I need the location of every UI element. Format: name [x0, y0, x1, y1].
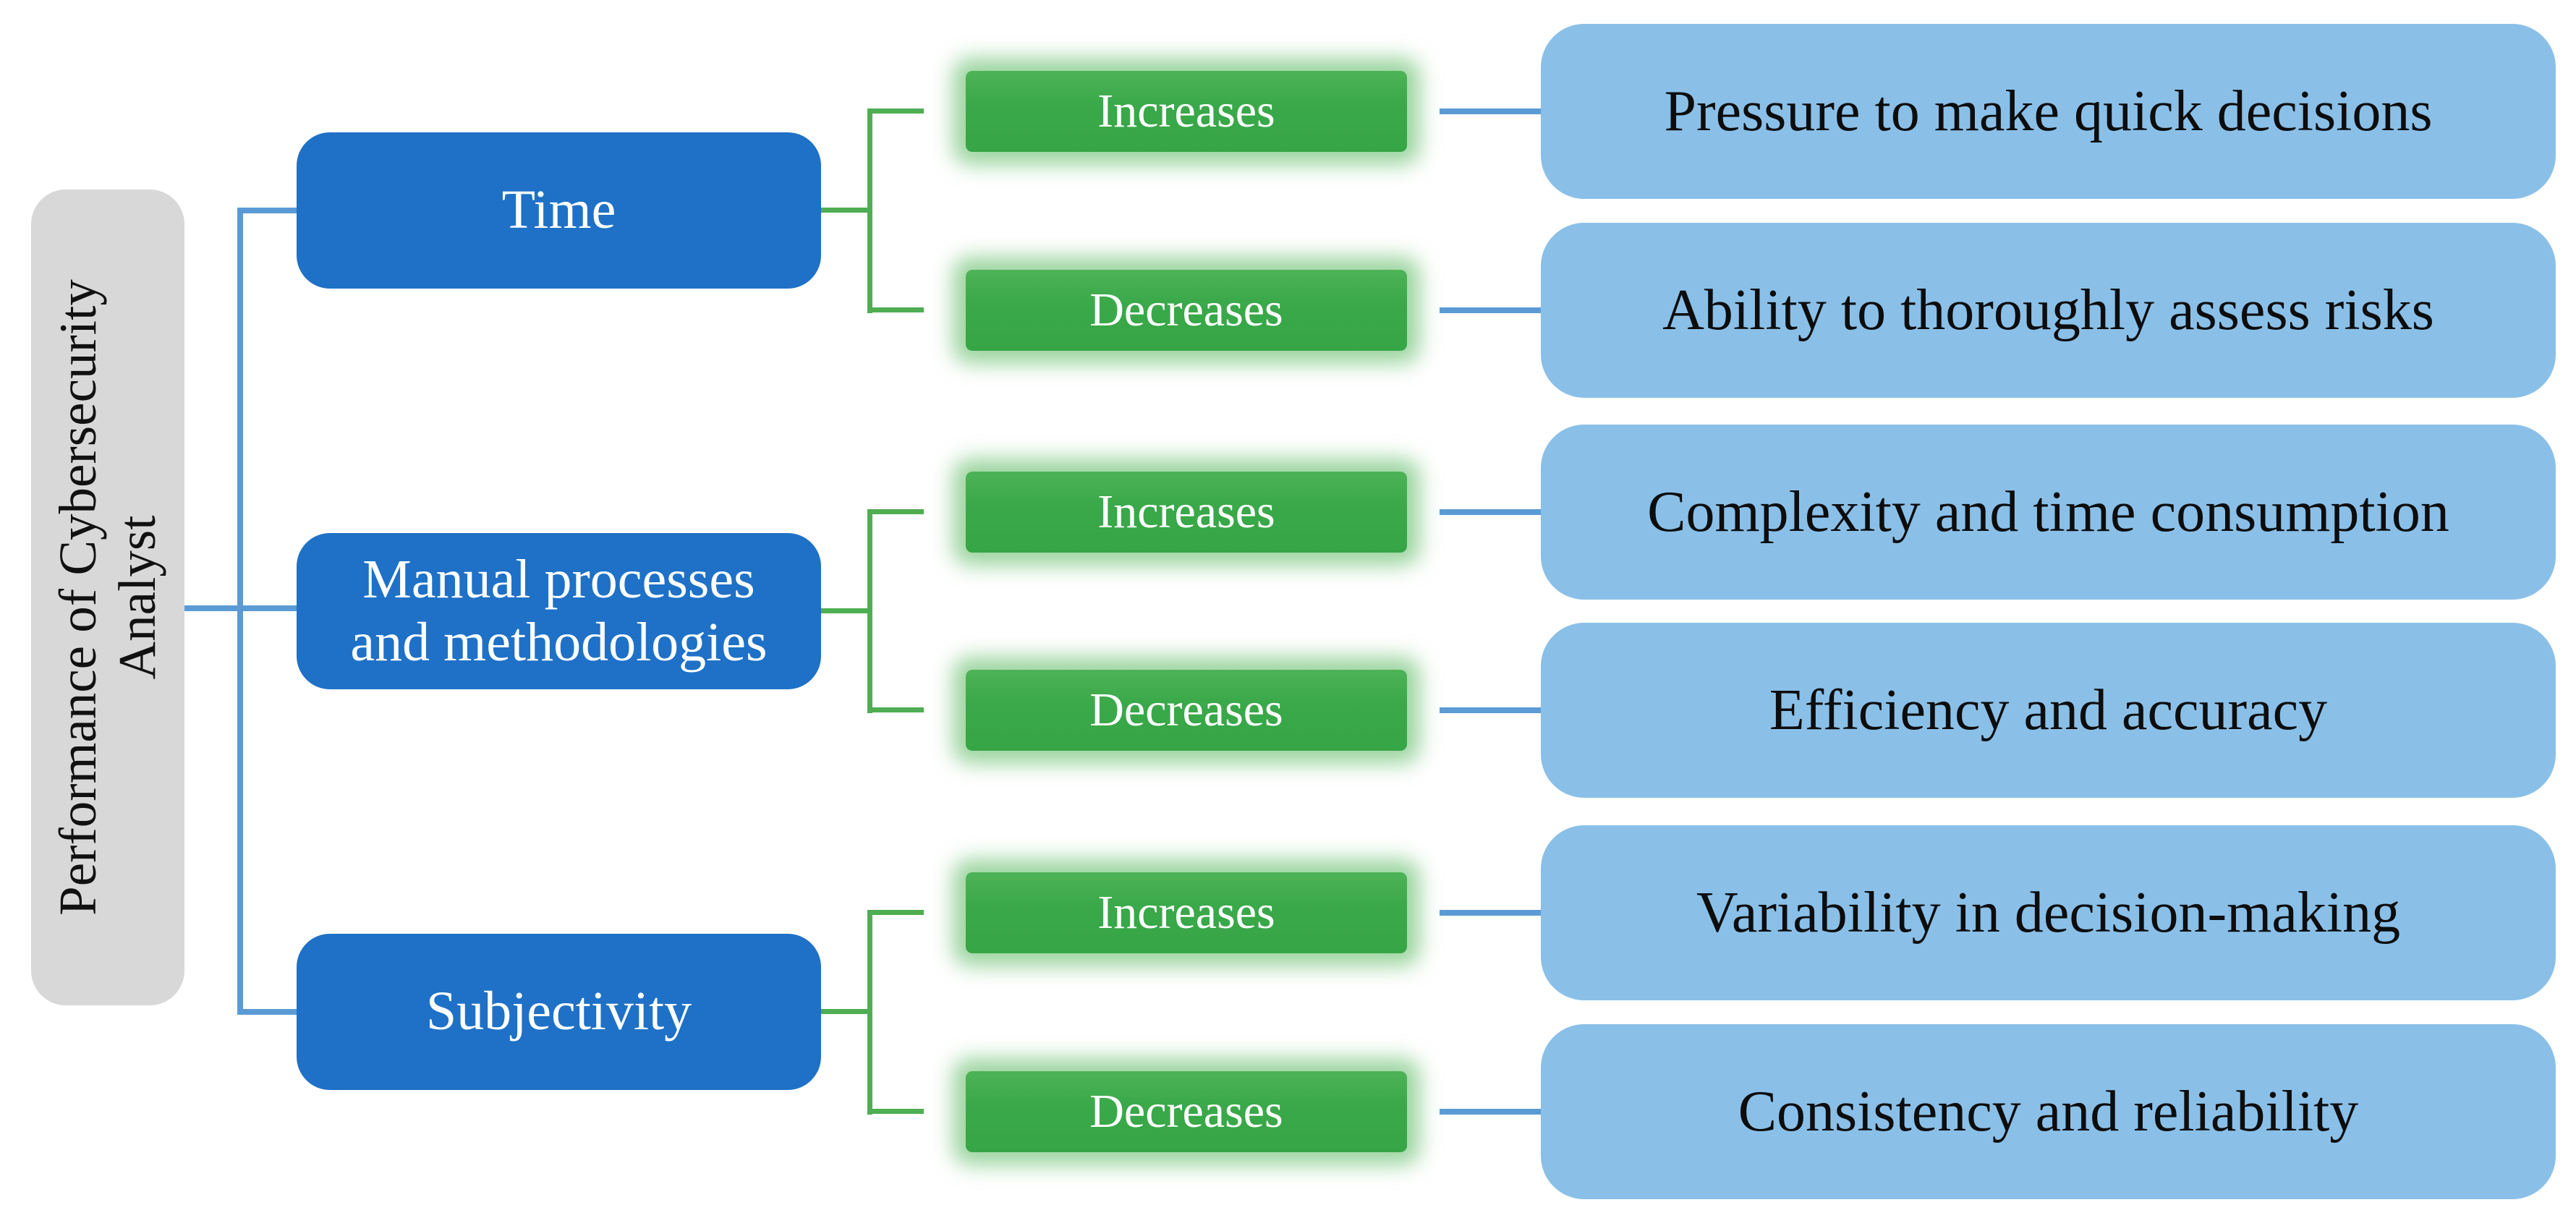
direction-box-subjectivity-decreases: Decreases: [966, 1071, 1407, 1152]
category-label-time: Time: [501, 179, 616, 241]
root-box: [31, 190, 184, 1005]
outcome-box-2: Ability to thoroughly assess risks: [1541, 223, 2556, 398]
connector-outcome-4: [1440, 707, 1544, 713]
bracket-time: [867, 108, 872, 313]
bracket-manual-to-increases: [867, 509, 924, 514]
direction-label: Increases: [1097, 886, 1275, 939]
category-label-manual-processes: Manual processes and methodologies: [350, 548, 768, 673]
connector-manual-to-bracket: [821, 608, 870, 613]
category-box-manual-processes: Manual processes and methodologies: [297, 533, 821, 689]
outcome-box-5: Variability in decision-making: [1541, 825, 2556, 1000]
root-label: Performance of Cybersecurity Analyst: [31, 190, 184, 1005]
connector-outcome-1: [1440, 108, 1544, 114]
category-box-time: Time: [297, 132, 821, 289]
direction-box-manual-increases: Increases: [966, 472, 1407, 553]
outcome-box-3: Complexity and time consumption: [1541, 425, 2556, 600]
outcome-label: Efficiency and accuracy: [1769, 678, 2328, 742]
direction-box-manual-decreases: Decreases: [966, 670, 1407, 751]
direction-label: Increases: [1097, 485, 1275, 538]
outcome-box-6: Consistency and reliability: [1541, 1024, 2556, 1199]
connector-trunk-to-subjectivity: [237, 1009, 298, 1015]
direction-label: Decreases: [1089, 1085, 1283, 1138]
root-label-text: Performance of Cybersecurity Analyst: [48, 279, 166, 916]
direction-label: Decreases: [1089, 284, 1283, 336]
bracket-subjectivity-to-increases: [867, 910, 924, 915]
bracket-time-to-decreases: [867, 307, 924, 312]
connector-subjectivity-to-bracket: [821, 1009, 870, 1014]
outcome-label: Variability in decision-making: [1696, 881, 2401, 945]
outcome-label: Pressure to make quick decisions: [1664, 80, 2433, 143]
category-box-subjectivity: Subjectivity: [297, 934, 821, 1090]
direction-box-time-increases: Increases: [966, 71, 1407, 152]
connector-trunk-to-time: [237, 208, 298, 213]
bracket-manual: [867, 509, 872, 713]
connector-outcome-6: [1440, 1109, 1544, 1115]
bracket-subjectivity-to-decreases: [867, 1109, 924, 1114]
connector-trunk: [237, 208, 243, 1015]
outcome-box-1: Pressure to make quick decisions: [1541, 24, 2556, 199]
outcome-box-4: Efficiency and accuracy: [1541, 623, 2556, 798]
connector-outcome-3: [1440, 509, 1544, 515]
outcome-label: Ability to thoroughly assess risks: [1662, 278, 2434, 342]
bracket-manual-to-decreases: [867, 707, 924, 712]
connector-outcome-5: [1440, 910, 1544, 916]
bracket-subjectivity: [867, 910, 872, 1115]
direction-label: Increases: [1097, 85, 1275, 137]
bracket-time-to-increases: [867, 108, 924, 114]
direction-box-subjectivity-increases: Increases: [966, 872, 1407, 953]
direction-box-time-decreases: Decreases: [966, 270, 1407, 351]
connector-outcome-2: [1440, 307, 1544, 313]
category-label-subjectivity: Subjectivity: [425, 981, 692, 1042]
connector-time-to-bracket: [821, 208, 870, 213]
outcome-label: Complexity and time consumption: [1647, 480, 2449, 544]
outcome-label: Consistency and reliability: [1738, 1080, 2359, 1144]
direction-label: Decreases: [1089, 684, 1283, 736]
